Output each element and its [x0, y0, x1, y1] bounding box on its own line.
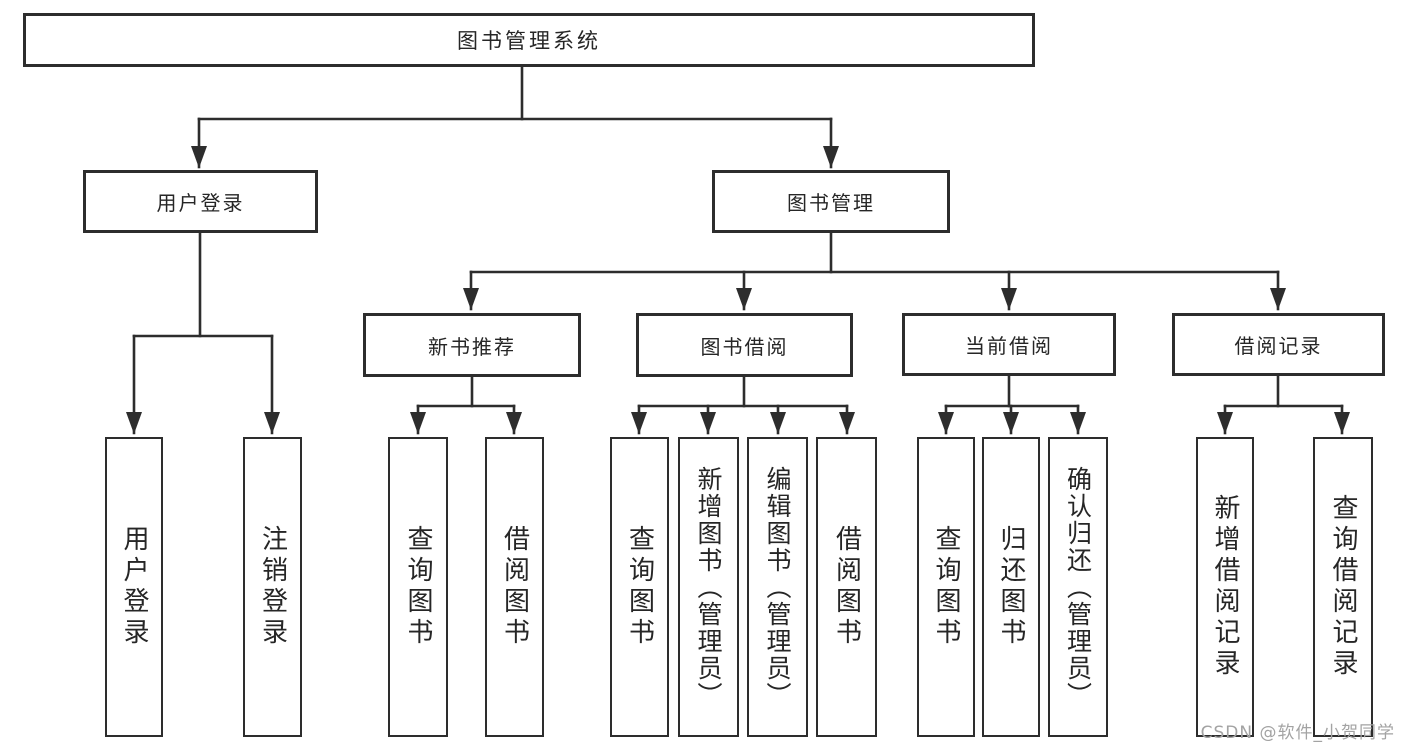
connector-current-to-leaves	[938, 374, 1086, 435]
leaf-borrow-search-books: 查询图书	[610, 437, 669, 737]
connector-borrow-to-leaves	[631, 375, 855, 435]
watermark: CSDN @软件_小贺同学	[1200, 723, 1395, 743]
connector-recommend-to-leaves	[410, 375, 522, 435]
node-current-borrow: 当前借阅	[902, 313, 1116, 376]
leaf-user-login: 用户登录	[105, 437, 163, 737]
node-new-book-recommend: 新书推荐	[363, 313, 581, 377]
node-book-borrow: 图书借阅	[636, 313, 853, 377]
leaf-records-search-record: 查询借阅记录	[1313, 437, 1373, 737]
leaf-current-search-books: 查询图书	[917, 437, 975, 737]
leaf-borrow-borrow-books: 借阅图书	[816, 437, 877, 737]
leaf-borrow-edit-books-admin: 编辑图书（管理员）	[747, 437, 808, 737]
leaf-current-confirm-return-admin: 确认归还（管理员）	[1048, 437, 1108, 737]
leaf-logout-login: 注销登录	[243, 437, 302, 737]
connector-root-to-level2	[191, 65, 839, 169]
node-root-system: 图书管理系统	[23, 13, 1035, 67]
leaf-records-add-record: 新增借阅记录	[1196, 437, 1254, 737]
node-user-login: 用户登录	[83, 170, 318, 233]
connector-management-to-level3	[463, 230, 1286, 311]
connector-login-to-leaves	[126, 231, 280, 435]
node-book-management: 图书管理	[712, 170, 950, 233]
leaf-recommend-search-books: 查询图书	[388, 437, 448, 737]
node-borrow-records: 借阅记录	[1172, 313, 1385, 376]
leaf-current-return-books: 归还图书	[982, 437, 1040, 737]
leaf-recommend-borrow-books: 借阅图书	[485, 437, 544, 737]
leaf-borrow-add-books-admin: 新增图书（管理员）	[678, 437, 739, 737]
connector-records-to-leaves	[1217, 374, 1350, 435]
